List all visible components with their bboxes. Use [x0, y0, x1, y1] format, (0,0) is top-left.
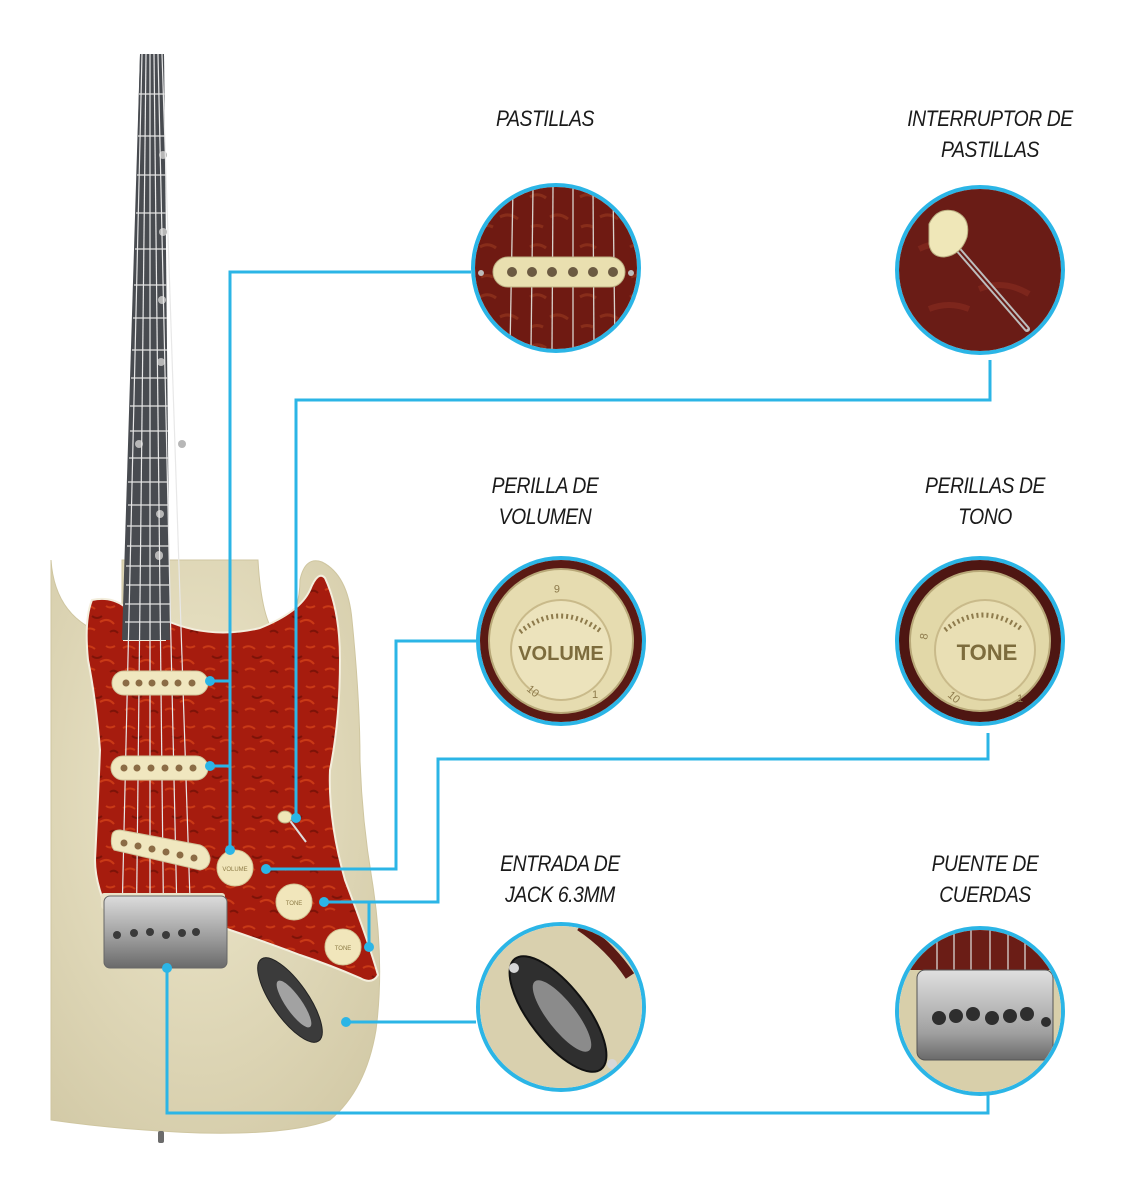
pickup-middle	[110, 755, 209, 781]
connector-bridge	[165, 968, 990, 1115]
pickup-bridge	[110, 829, 211, 871]
detail-pickup-selector	[895, 185, 1065, 355]
label-pickups: PASTILLAS	[496, 106, 594, 131]
strings	[120, 53, 193, 961]
volume-knob-small: VOLUME	[216, 849, 254, 887]
bridge-hardware	[101, 893, 228, 969]
strap-pin	[158, 1131, 164, 1143]
svg-text:VOLUME: VOLUME	[518, 643, 604, 665]
tone-knob-small-1: TONE	[275, 883, 313, 921]
connector-dots	[162, 676, 374, 1027]
detail-jack-input	[476, 922, 646, 1092]
svg-text:1: 1	[1017, 693, 1023, 705]
selector-switch	[277, 810, 307, 843]
fretboard	[122, 54, 170, 640]
label-pickup-selector: INTERRUPTOR DE PASTILLAS	[907, 106, 1073, 162]
svg-text:TONE: TONE	[957, 640, 1018, 665]
svg-text:6: 6	[554, 582, 560, 594]
tone-knob-small-2: TONE	[324, 928, 362, 966]
label-bridge: PUENTE DE CUERDAS	[931, 851, 1039, 907]
connector-tone	[324, 733, 990, 904]
svg-text:TONE: TONE	[335, 946, 352, 952]
connector-pickups	[228, 270, 471, 850]
label-jack-input: ENTRADA DE JACK 6.3MM	[500, 851, 620, 907]
label-tone-knobs: PERILLAS DE TONO	[925, 473, 1045, 529]
connector-volume	[266, 639, 476, 871]
svg-text:8: 8	[918, 632, 931, 640]
connector-selector	[294, 360, 992, 818]
detail-volume-knob: VOLUME 10 1 6	[476, 556, 646, 726]
detail-pickups	[471, 183, 641, 353]
svg-text:VOLUME: VOLUME	[222, 867, 247, 873]
detail-tone-knob: TONE 8 10 1	[895, 556, 1065, 726]
svg-text:1: 1	[592, 689, 598, 701]
detail-bridge	[895, 926, 1065, 1096]
jack-plate	[257, 957, 323, 1043]
connector-lines	[165, 270, 992, 1115]
label-volume-knob: PERILLA DE VOLUMEN	[491, 473, 599, 529]
pickup-neck	[111, 670, 209, 696]
svg-text:TONE: TONE	[286, 901, 303, 907]
